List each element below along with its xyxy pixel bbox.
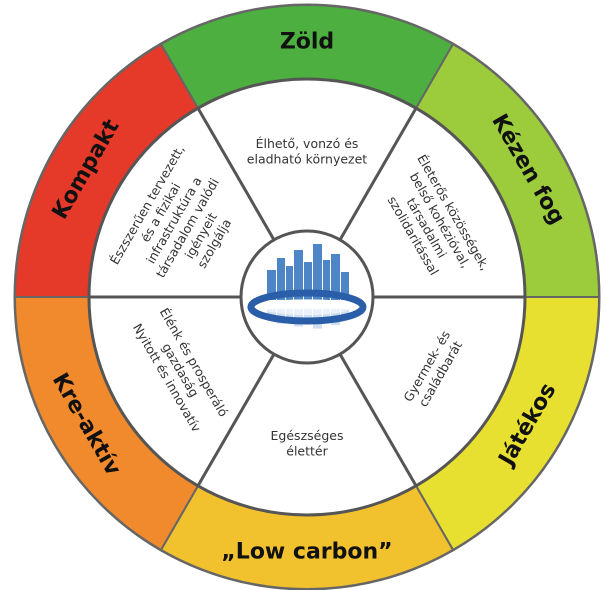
- divider-line: [338, 353, 418, 487]
- building-shape: [267, 270, 276, 300]
- divider-line: [196, 353, 276, 487]
- building-shape: [331, 254, 340, 300]
- inner-segment-jatekos: [340, 297, 525, 486]
- building-shape: [286, 266, 293, 300]
- building-shape: [313, 244, 322, 300]
- building-reflection: [267, 309, 276, 320]
- building-reflection: [286, 309, 293, 321]
- inner-segment-kompakt: [89, 108, 274, 298]
- ring-ellipse: [247, 289, 367, 325]
- divider-line: [338, 107, 418, 241]
- center-hub: [239, 229, 375, 365]
- inner-line: eladható környezet: [247, 151, 367, 166]
- segment-dividers: [87, 77, 527, 517]
- building-shape: [323, 260, 330, 300]
- building-shape: [341, 272, 349, 300]
- inner-line: Élhető, vonzó és: [256, 136, 359, 151]
- building-shape: [304, 262, 312, 300]
- building-reflection: [323, 309, 330, 323]
- ring-inner-ellipse: [261, 299, 353, 315]
- inner-segment-kezen-fog: [340, 108, 525, 298]
- city-skyline-icon: [247, 244, 367, 329]
- inner-line: Egészséges: [271, 428, 344, 443]
- building-shape: [294, 250, 303, 300]
- divider-line: [196, 107, 276, 241]
- inner-segment-kre-aktiv: [89, 297, 274, 486]
- inner-line: élettér: [286, 443, 328, 458]
- building-reflection: [304, 309, 312, 323]
- building-shape: [277, 258, 285, 300]
- inner-boundary: [87, 77, 527, 517]
- outer-label-zold: Zöld: [280, 30, 334, 55]
- outer-label-low-carbon: „Low carbon”: [221, 540, 392, 565]
